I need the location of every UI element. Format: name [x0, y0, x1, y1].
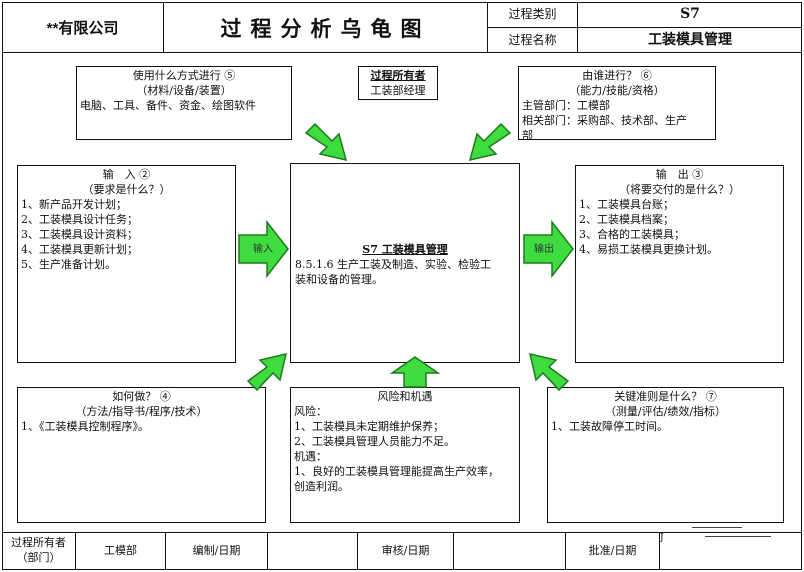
owner-title: 过程所有者: [370, 69, 426, 82]
who-line: 相关部门：采购部、技术部、生产: [522, 114, 687, 127]
input-item: 4、工装模具更新计划；: [21, 243, 138, 256]
risk-line: 机遇：: [294, 450, 327, 463]
footer-reviewed-value: [454, 532, 566, 570]
risk-arrow-icon: [389, 356, 441, 388]
input-item: 1、新产品开发计划；: [21, 198, 127, 211]
footer-mark: J: [660, 533, 664, 543]
input-item: 2、工装模具设计任务；: [21, 213, 138, 226]
methods-box: 使用什么方式进行 ⑤ （材料/设备/装置） 电脑、工具、备件、资金、绘图软件: [76, 66, 292, 140]
footer-approved-value: [660, 532, 802, 570]
owner-box: 过程所有者 工装部经理: [358, 66, 438, 100]
how-box: 如何做？ ④ （方法/指导书/程序/技术） 1、《工装模具控制程序》。: [17, 387, 266, 523]
who-line: 主管部门：工模部: [522, 99, 610, 112]
criteria-subtitle: （测量/评估/绩效/指标）: [604, 405, 727, 418]
process-name-label: 过程名称: [488, 28, 578, 53]
risk-line: 1、工装模具未定期维护保养；: [294, 420, 444, 433]
who-title: 由谁进行？ ⑥: [582, 69, 652, 82]
risk-line: 1、良好的工装模具管理能提高生产效率，: [294, 465, 499, 478]
output-item: 4、易损工装模具更换计划。: [579, 243, 718, 256]
footer-owner-value: 工模部: [76, 532, 166, 570]
output-box: 输 出 ③ （将要交付的是什么？） 1、工装模具台账； 2、工装模具档案； 3、…: [575, 165, 784, 363]
process-line: 装和设备的管理。: [295, 273, 383, 286]
how-title: 如何做？ ④: [112, 390, 171, 403]
input-item: 5、生产准备计划。: [21, 258, 116, 271]
process-category-value: S7: [578, 2, 802, 28]
footer-prepared-label: 编制/日期: [166, 532, 268, 570]
risk-line: 创造利润。: [294, 480, 349, 493]
risk-box: 风险和机遇 风险： 1、工装模具未定期维护保养； 2、工装模具管理人员能力不足。…: [290, 387, 520, 523]
process-name-value: 工装模具管理: [648, 32, 732, 48]
input-arrow-label: 输入: [253, 244, 273, 255]
owner-content: 工装部经理: [370, 84, 426, 97]
process-category-label: 过程类别: [488, 2, 578, 28]
company-name: **有限公司: [2, 2, 164, 53]
methods-title: 使用什么方式进行 ⑤: [132, 69, 236, 82]
criteria-item: 1、工装故障停工时间。: [551, 420, 668, 433]
who-subtitle: （能力/技能/资格）: [569, 84, 665, 97]
output-arrow-icon: [523, 219, 574, 279]
output-subtitle: （将要交付的是什么？）: [619, 183, 740, 196]
how-arrow-icon: [246, 352, 288, 392]
input-box: 输 入 ② （要求是什么？） 1、新产品开发计划； 2、工装模具设计任务； 3、…: [17, 165, 236, 363]
who-box: 由谁进行？ ⑥ （能力/技能/资格） 主管部门：工模部 相关部门：采购部、技术部…: [518, 66, 716, 142]
input-subtitle: （要求是什么？）: [82, 183, 171, 196]
how-subtitle: （方法/指导书/程序/技术）: [75, 405, 208, 418]
risk-line: 2、工装模具管理人员能力不足。: [294, 435, 455, 448]
input-title: 输 入 ②: [102, 168, 151, 181]
footer-prepared-value: [268, 532, 358, 570]
who-line: 部: [522, 129, 533, 142]
output-item: 2、工装模具档案；: [579, 213, 674, 226]
output-title: 输 出 ③: [655, 168, 704, 181]
risk-title: 风险和机遇: [377, 390, 433, 403]
risk-line: 风险：: [294, 405, 327, 418]
input-arrow-icon: [238, 219, 289, 279]
process-box: S7 工装模具管理 8.5.1.6 生产工装及制造、实验、检验工 装和设备的管理…: [290, 163, 520, 363]
methods-arrow-icon: [304, 122, 348, 162]
footer-bar: [2, 532, 802, 570]
page-title: 过程分析乌龟图: [164, 2, 488, 53]
footer-approved-label: 批准/日期: [566, 532, 660, 570]
input-item: 3、工装模具设计资料；: [21, 228, 138, 241]
methods-subtitle: （材料/设备/装置）: [136, 84, 232, 97]
footer-owner-label-line1: 过程所有者: [11, 536, 66, 549]
footer-owner-label: 过程所有者 （部门）: [2, 532, 76, 570]
footer-reviewed-label: 审核/日期: [358, 532, 454, 570]
who-arrow-icon: [468, 122, 512, 162]
output-item: 3、合格的工装模具；: [579, 228, 685, 241]
footer-scribble: [705, 536, 771, 537]
methods-content: 电脑、工具、备件、资金、绘图软件: [80, 99, 256, 112]
output-arrow-label: 输出: [534, 244, 554, 255]
process-line: 8.5.1.6 生产工装及制造、实验、检验工: [295, 258, 491, 271]
process-title: S7 工装模具管理: [362, 243, 448, 256]
how-item: 1、《工装模具控制程序》。: [21, 420, 149, 433]
output-item: 1、工装模具台账；: [579, 198, 674, 211]
footer-scribble: [692, 527, 742, 528]
criteria-arrow-icon: [528, 352, 570, 392]
criteria-box: 关键准则是什么？ ⑦ （测量/评估/绩效/指标） 1、工装故障停工时间。: [547, 387, 784, 523]
header-bar: [2, 2, 802, 53]
criteria-title: 关键准则是什么？ ⑦: [614, 390, 717, 403]
footer-owner-label-line2: （部门）: [16, 551, 61, 564]
